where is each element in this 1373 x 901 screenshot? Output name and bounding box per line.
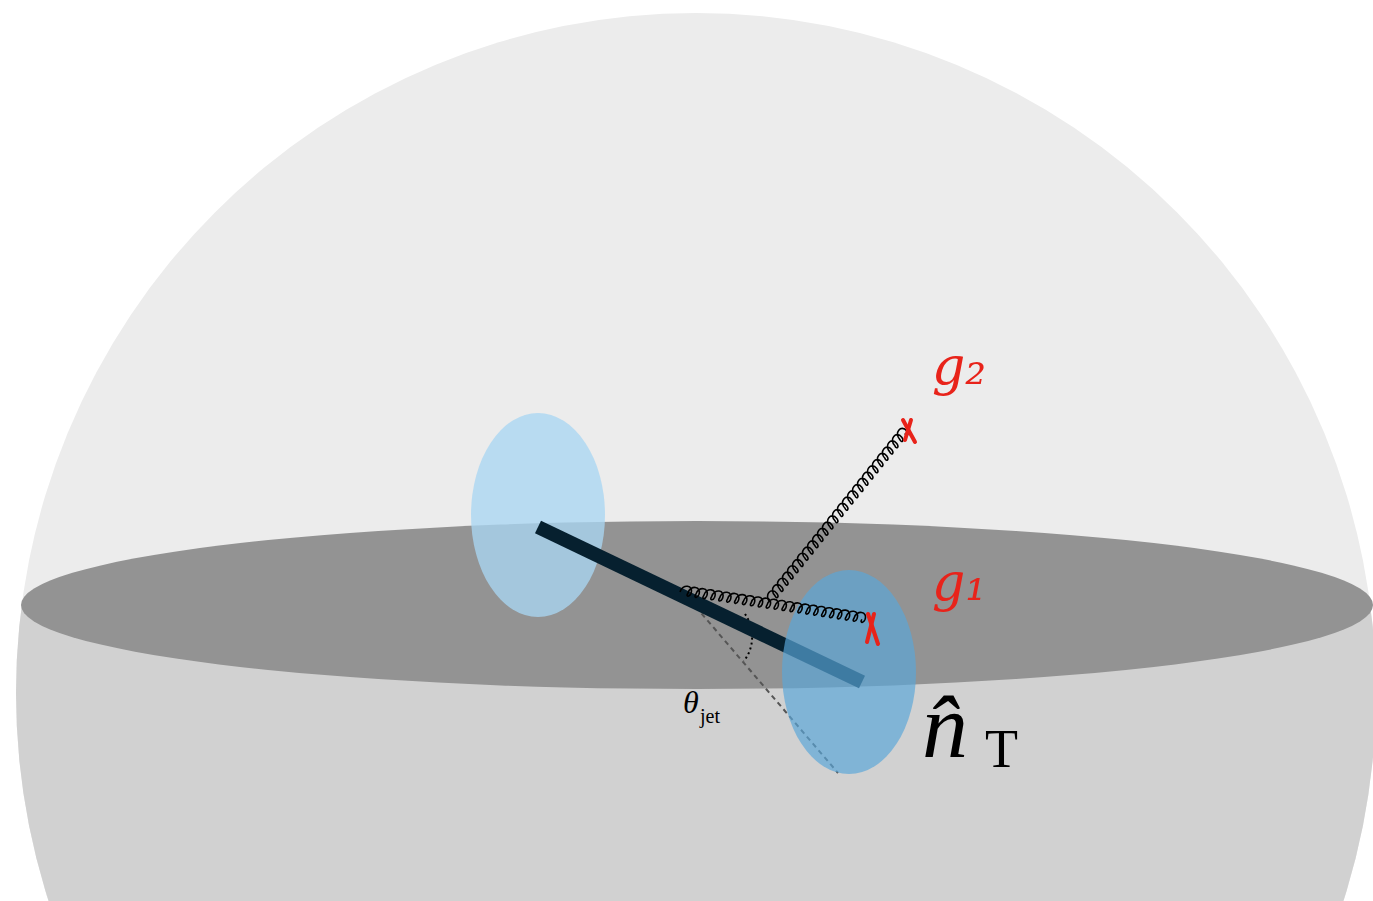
angle-subscript: jet [700, 706, 720, 726]
gluon-label: g₂ [932, 340, 986, 392]
gluon-line [768, 428, 908, 602]
cut-mark [903, 420, 915, 442]
sphere [16, 13, 1373, 901]
cut-mark [867, 614, 878, 644]
axis-symbol: n̂ [922, 680, 968, 772]
gluon-label: g₁ [932, 556, 986, 608]
jet-cone-right [782, 570, 916, 774]
equatorial-plane [21, 521, 1373, 689]
angle-symbol: θ [683, 686, 699, 718]
jet-cone-left [471, 413, 605, 617]
axis-subscript: T [985, 722, 1018, 776]
